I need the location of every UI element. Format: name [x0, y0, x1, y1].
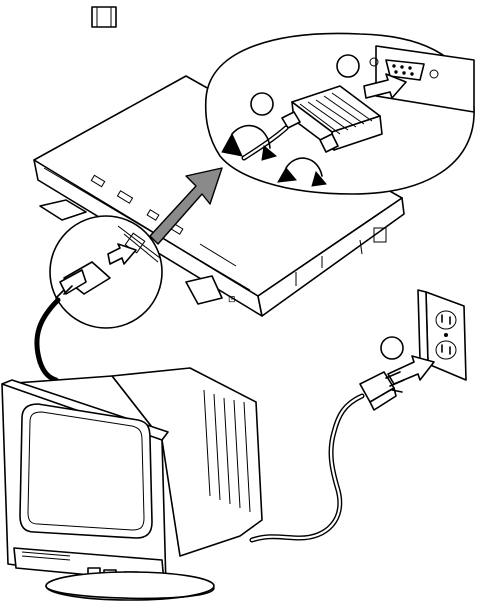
plug-insert-arrow	[388, 356, 434, 384]
step-marker-1	[251, 93, 273, 115]
port-detail-circle	[50, 216, 162, 328]
bracket-book-icon	[92, 7, 116, 27]
connector-detail-bubble	[206, 33, 474, 194]
port-symbol-icon: ⊡	[228, 295, 236, 305]
step-marker-2	[337, 55, 359, 77]
vga-cable	[37, 300, 58, 362]
external-crt-monitor	[2, 368, 262, 600]
power-cord-plug	[252, 372, 404, 540]
step-marker-3	[381, 337, 403, 359]
monitor-screen	[20, 404, 152, 538]
